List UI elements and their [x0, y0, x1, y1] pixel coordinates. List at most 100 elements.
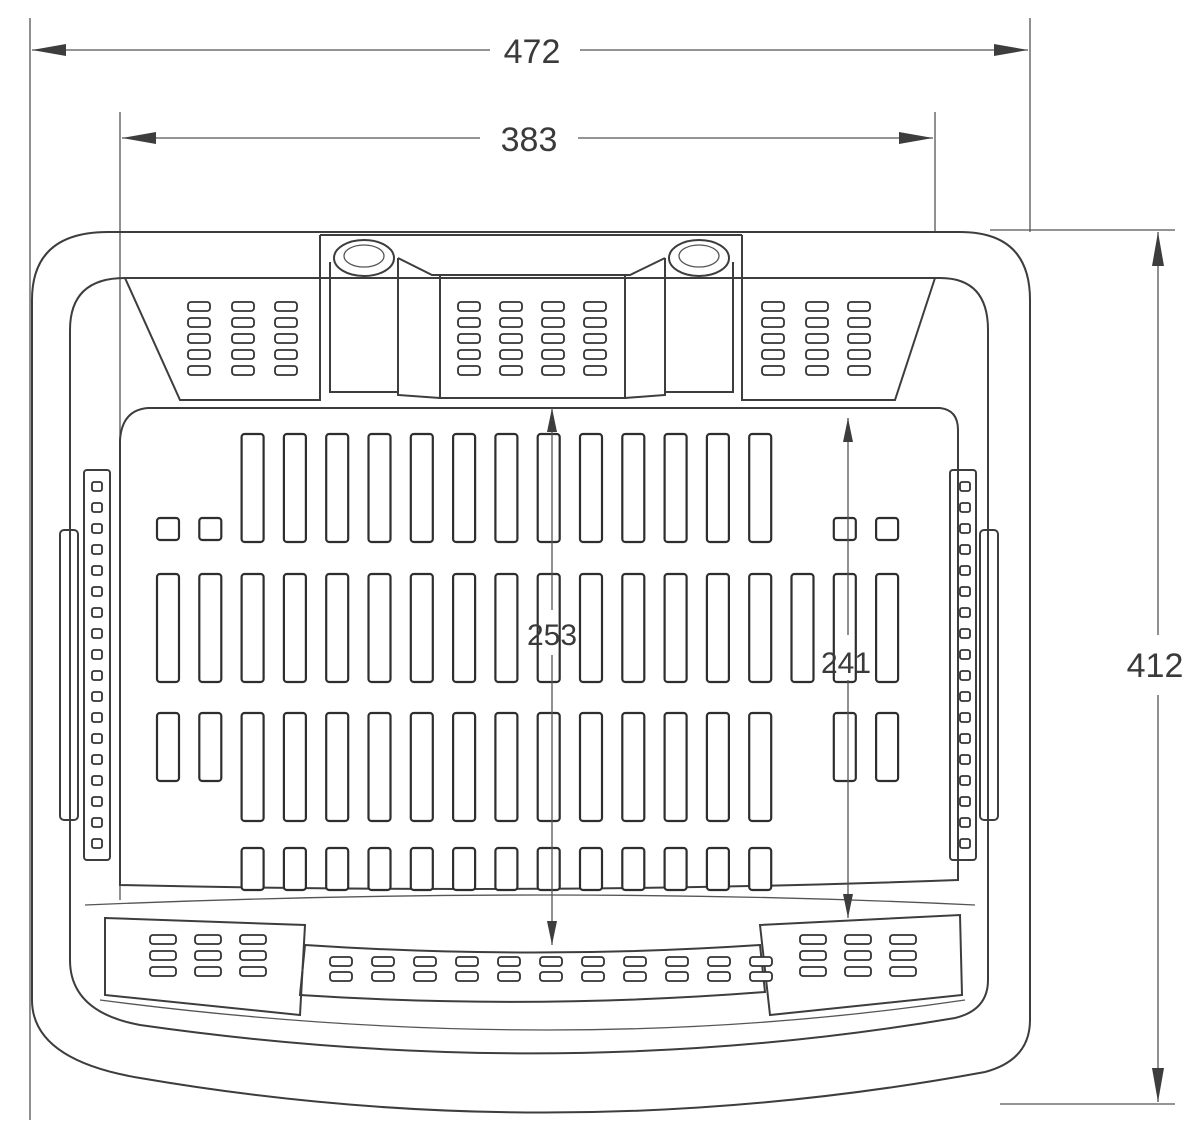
floor-slot: [621, 711, 646, 823]
grip-vent: [959, 712, 971, 723]
rim-vent: [187, 333, 211, 344]
rim-vent: [187, 365, 211, 376]
front-vent: [749, 971, 773, 982]
side-grip-vents: [91, 481, 971, 849]
floor-slot: [409, 432, 434, 544]
front-vent: [623, 956, 647, 967]
floor-slot-short: [325, 846, 350, 892]
floor-slot: [494, 432, 519, 544]
dimension-label-241: 241: [821, 647, 871, 680]
rim-vent: [274, 333, 298, 344]
grip-vent: [959, 838, 971, 849]
grip-vent: [959, 733, 971, 744]
front-rim: [104, 913, 964, 1017]
rim-vent: [805, 365, 829, 376]
grip-vent: [91, 523, 103, 534]
rim-vent: [274, 301, 298, 312]
floor-slot: [621, 572, 646, 684]
rim-vent: [231, 333, 255, 344]
grip-vent: [959, 607, 971, 618]
grip-vent: [91, 817, 103, 828]
floor-slot: [198, 572, 223, 684]
rim-vent: [541, 349, 565, 360]
floor-slot: [282, 572, 307, 684]
front-vent: [889, 950, 917, 961]
grip-vent: [959, 817, 971, 828]
rim-vent: [761, 333, 785, 344]
rim-vent: [499, 301, 523, 312]
side-grip-left: [59, 469, 111, 861]
rim-vent: [847, 317, 871, 328]
floor-slot-small: [155, 516, 181, 542]
front-vent: [799, 934, 827, 945]
rim-vent: [761, 365, 785, 376]
front-vent: [497, 971, 521, 982]
grip-vent: [91, 691, 103, 702]
floor-slot: [536, 432, 561, 544]
rim-vent: [805, 349, 829, 360]
grip-vent: [91, 565, 103, 576]
grip-vent: [91, 754, 103, 765]
floor-slot: [452, 432, 477, 544]
floor-slot-short: [282, 846, 307, 892]
front-vent: [455, 956, 479, 967]
front-vent: [581, 956, 605, 967]
rim-vent: [583, 349, 607, 360]
front-vent: [329, 956, 353, 967]
grip-vent: [959, 691, 971, 702]
rim-vent: [805, 333, 829, 344]
side-grip-right: [949, 469, 999, 861]
floor-slot: [663, 572, 688, 684]
floor-slot: [325, 432, 350, 544]
basket-outline: [31, 231, 1031, 1114]
rim-vent: [761, 317, 785, 328]
rim-vent: [457, 365, 481, 376]
floor-slot-medium: [155, 711, 181, 783]
floor-slot: [409, 711, 434, 823]
grip-vent: [91, 670, 103, 681]
grip-vent: [91, 733, 103, 744]
dimension-label-253: 253: [527, 619, 577, 652]
floor-slot: [663, 432, 688, 544]
grip-vent: [959, 670, 971, 681]
floor-slot-medium: [832, 711, 857, 783]
floor-slot-small: [198, 516, 223, 542]
rim-vent: [231, 365, 255, 376]
rim-vent: [583, 333, 607, 344]
rim-vent: [541, 317, 565, 328]
front-vent: [539, 956, 563, 967]
front-vent: [707, 956, 731, 967]
grip-vent: [91, 628, 103, 639]
front-vent: [707, 971, 731, 982]
rim-vent: [583, 317, 607, 328]
floor-slot-grid: [155, 432, 900, 892]
front-vent: [799, 950, 827, 961]
front-vent: [455, 971, 479, 982]
rim-vent: [805, 317, 829, 328]
front-vent: [329, 971, 353, 982]
front-vent: [889, 934, 917, 945]
front-vent: [149, 950, 177, 961]
floor-slot: [621, 432, 646, 544]
back-rim-vents: [187, 301, 871, 376]
grip-vent: [959, 754, 971, 765]
floor-slot: [748, 432, 773, 544]
rim-vent: [231, 349, 255, 360]
front-vent: [799, 966, 827, 977]
floor-slot: [748, 711, 773, 823]
rim-vent: [541, 301, 565, 312]
grip-vent: [91, 649, 103, 660]
rim-vent: [187, 349, 211, 360]
rim-vent: [231, 301, 255, 312]
floor-slot: [452, 572, 477, 684]
front-vent: [665, 956, 689, 967]
front-vent: [844, 966, 872, 977]
rim-vent: [499, 365, 523, 376]
floor-slot-small: [832, 516, 857, 542]
dimension-label-383: 383: [501, 121, 558, 159]
front-vent: [194, 966, 222, 977]
rim-vent: [457, 333, 481, 344]
dimension-inner-depth-b: 241: [821, 418, 871, 918]
grip-vent: [91, 838, 103, 849]
grip-vent: [959, 523, 971, 534]
